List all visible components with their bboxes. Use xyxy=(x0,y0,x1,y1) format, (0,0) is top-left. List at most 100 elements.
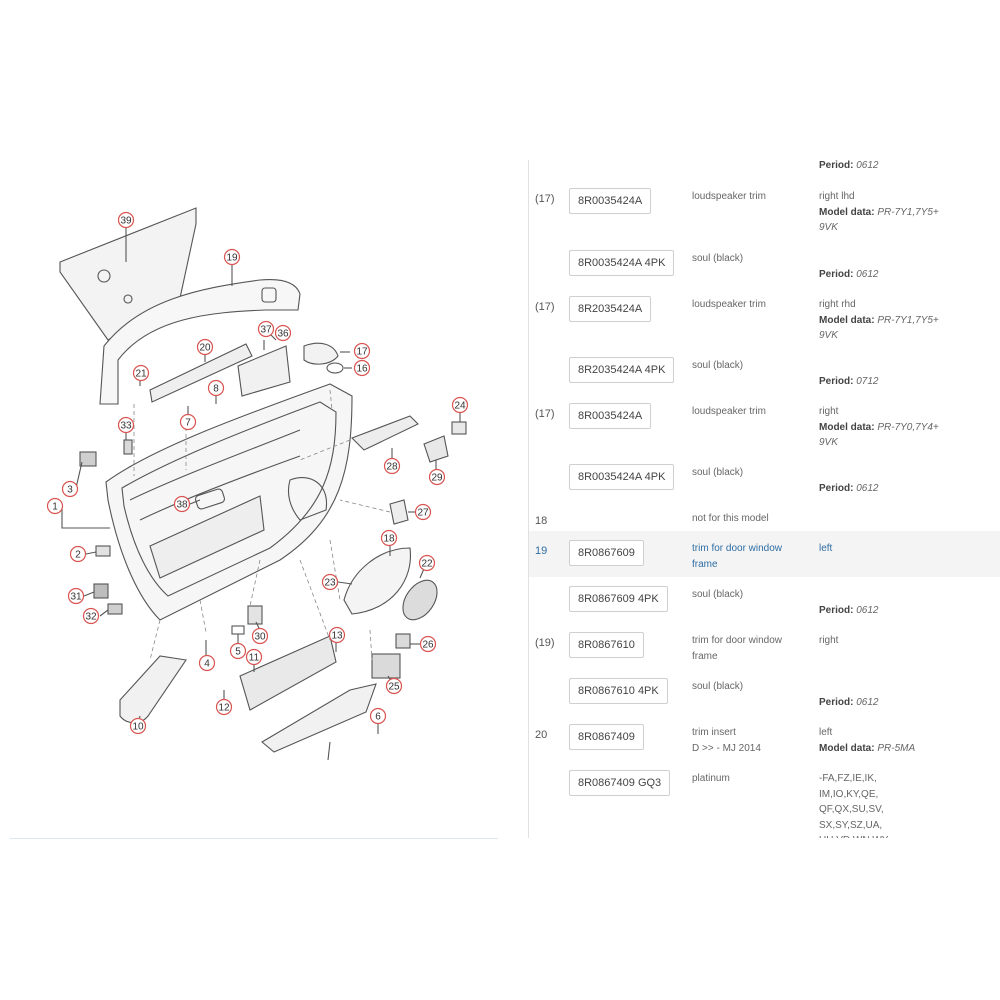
callout-7[interactable]: 7 xyxy=(179,413,197,431)
table-row: 18 not for this model xyxy=(529,501,1000,532)
part-number-button[interactable]: 8R0035424A xyxy=(569,188,652,214)
callout-circle xyxy=(117,211,135,229)
callout-number: 12 xyxy=(218,703,230,714)
callout-26[interactable]: 26 xyxy=(419,635,437,653)
part-number-button[interactable]: 8R0867610 xyxy=(569,632,644,658)
callout-number: 2 xyxy=(75,550,81,561)
part-description: not for this model xyxy=(692,513,769,524)
callout-number: 36 xyxy=(277,329,289,340)
callout-5[interactable]: 5 xyxy=(229,642,247,660)
callout-number: 28 xyxy=(386,462,398,473)
part-number-button[interactable]: 8R2035424A xyxy=(569,296,652,322)
callout-number: 7 xyxy=(185,418,191,429)
part-number-button[interactable]: 8R2035424A 4PK xyxy=(569,357,675,383)
callout-circle xyxy=(132,364,150,382)
callout-number: 20 xyxy=(199,343,211,354)
part-number-button[interactable]: 8R0867609 4PK xyxy=(569,586,668,612)
parts-table: Period: 0612 (17) 8R0035424A loudspeaker tr… xyxy=(528,160,1000,838)
callout-8[interactable]: 8 xyxy=(207,379,225,397)
callout-circle xyxy=(328,626,346,644)
callout-11[interactable]: 11 xyxy=(245,648,263,666)
callout-32[interactable]: 32 xyxy=(82,607,100,625)
callout-circle xyxy=(117,416,135,434)
part-number-button[interactable]: 8R0035424A 4PK xyxy=(569,464,675,490)
callout-22[interactable]: 22 xyxy=(418,554,436,572)
callout-39[interactable]: 39 xyxy=(117,211,135,229)
callout-1[interactable]: 1 xyxy=(46,497,64,515)
callout-18[interactable]: 18 xyxy=(380,529,398,547)
callout-2[interactable]: 2 xyxy=(69,545,87,563)
callout-circle xyxy=(129,717,147,735)
callout-number: 17 xyxy=(356,347,368,358)
part-description: loudspeaker trim xyxy=(692,299,766,310)
part-description: soul (black) xyxy=(692,589,744,600)
callout-number: 29 xyxy=(431,473,443,484)
callout-12[interactable]: 12 xyxy=(215,698,233,716)
part-description: loudspeaker trim xyxy=(692,191,766,202)
callout-circle xyxy=(414,503,432,521)
part-description: soul (black) xyxy=(692,467,744,478)
part-number-button[interactable]: 8R0035424A 4PK xyxy=(569,250,675,276)
callout-number: 16 xyxy=(356,364,368,375)
callout-13[interactable]: 13 xyxy=(328,626,346,644)
callout-28[interactable]: 28 xyxy=(383,457,401,475)
callout-number: 38 xyxy=(176,500,188,511)
part-number-button[interactable]: 8R0867609 xyxy=(569,540,644,566)
position-number: 18 xyxy=(535,515,548,527)
callout-21[interactable]: 21 xyxy=(132,364,150,382)
callout-4[interactable]: 4 xyxy=(198,654,216,672)
callout-31[interactable]: 31 xyxy=(67,587,85,605)
callout-33[interactable]: 33 xyxy=(117,416,135,434)
callout-number: 37 xyxy=(260,325,272,336)
callout-6[interactable]: 6 xyxy=(369,707,387,725)
callout-circle xyxy=(451,396,469,414)
callout-circle xyxy=(257,320,275,338)
callout-37[interactable]: 37 xyxy=(257,320,275,338)
part-info: -FA,FZ,IE,IK,IM,IO,KY,QE,QF,QX,SU,SV,SX,… xyxy=(819,773,888,838)
callout-38[interactable]: 38 xyxy=(173,495,191,513)
callout-19[interactable]: 19 xyxy=(223,248,241,266)
callout-circle xyxy=(380,529,398,547)
part-info: Period: 0612 xyxy=(819,268,879,280)
callout-29[interactable]: 29 xyxy=(428,468,446,486)
callout-25[interactable]: 25 xyxy=(385,677,403,695)
position-number: (17) xyxy=(535,193,555,205)
part-number-button[interactable]: 8R0867409 xyxy=(569,724,644,750)
callout-23[interactable]: 23 xyxy=(321,573,339,591)
callout-16[interactable]: 16 xyxy=(353,359,371,377)
callout-circle xyxy=(369,707,387,725)
callout-30[interactable]: 30 xyxy=(251,627,269,645)
callout-3[interactable]: 3 xyxy=(61,480,79,498)
part-description: soul (black) xyxy=(692,681,744,692)
part-info: left xyxy=(819,543,833,554)
callout-27[interactable]: 27 xyxy=(414,503,432,521)
callout-20[interactable]: 20 xyxy=(196,338,214,356)
callout-10[interactable]: 10 xyxy=(129,717,147,735)
part-number-button[interactable]: 8R0867409 GQ3 xyxy=(569,770,671,796)
callout-24[interactable]: 24 xyxy=(451,396,469,414)
position-number: (19) xyxy=(535,637,555,649)
position-number: 19 xyxy=(535,545,548,557)
part-number-button[interactable]: 8R0867610 4PK xyxy=(569,678,668,704)
part-number-button[interactable]: 8R0035424A xyxy=(569,403,652,429)
part-description: soul (black) xyxy=(692,360,744,371)
callout-circle xyxy=(385,677,403,695)
part-description: loudspeaker trim xyxy=(692,406,766,417)
callout-17[interactable]: 17 xyxy=(353,342,371,360)
callout-36[interactable]: 36 xyxy=(274,324,292,342)
callout-number: 6 xyxy=(375,712,381,723)
callout-circle xyxy=(418,554,436,572)
callout-circle xyxy=(198,654,216,672)
